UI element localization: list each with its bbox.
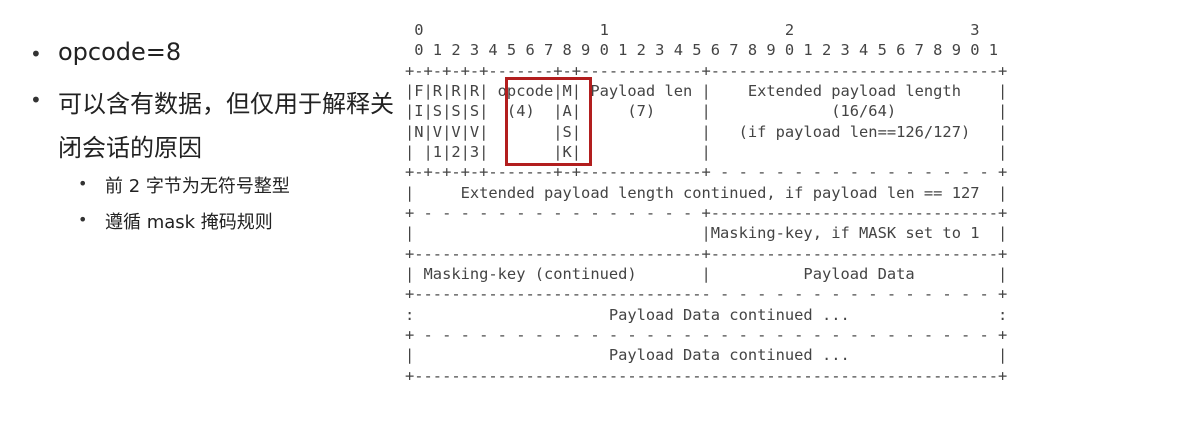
sub-bullet-dot: •: [78, 174, 88, 193]
diagram-line-border: +-------------------------------- - - - …: [405, 285, 1008, 303]
opcode-highlight-box: [505, 77, 592, 166]
diagram-line-border: +-------------------------------+-------…: [405, 245, 1008, 263]
diagram-line-border: +-+-+-+-+-------+-+-------------+-------…: [405, 62, 1008, 80]
sub-bullet-text: 遵循 mask 掩码规则: [105, 212, 273, 233]
diagram-line-header-1: |F|R|R|R| opcode|M| Payload len | Extend…: [405, 82, 1008, 100]
bullet-dot: •: [30, 42, 42, 66]
bullet-dot: •: [30, 88, 42, 112]
diagram-line-header-3: |N|V|V|V| |S| | (if payload len==126/127…: [405, 123, 1008, 141]
diagram-line-payload-continued: : Payload Data continued ... :: [405, 306, 1008, 324]
diagram-line-bit-units: 0 1 2 3 4 5 6 7 8 9 0 1 2 3 4 5 6 7 8 9 …: [405, 41, 999, 59]
diagram-line-extended-length: | Extended payload length continued, if …: [405, 184, 1008, 202]
bullet-text: 闭会话的原因: [58, 134, 202, 162]
diagram-line-masking-key: | |Masking-key, if MASK set to 1 |: [405, 224, 1008, 242]
sub-bullet-text: 前 2 字节为无符号整型: [105, 176, 290, 197]
bullet-text: opcode=8: [58, 38, 182, 66]
diagram-line-border: +---------------------------------------…: [405, 367, 1008, 385]
websocket-frame-diagram: 0 1 2 3 0 1 2 3 4 5 6 7 8 9 0 1 2 3 4 5 …: [405, 20, 1155, 400]
diagram-line-masking-key-continued: | Masking-key (continued) | Payload Data…: [405, 265, 1008, 283]
diagram-line-border: + - - - - - - - - - - - - - - - +-------…: [405, 204, 1008, 222]
diagram-line-bit-tens: 0 1 2 3: [405, 21, 980, 39]
diagram-line-payload-continued: | Payload Data continued ... |: [405, 346, 1008, 364]
diagram-line-header-4: | |1|2|3| |K| | |: [405, 143, 1008, 161]
diagram-line-header-2: |I|S|S|S| (4) |A| (7) | (16/64) |: [405, 102, 1008, 120]
sub-bullet-dot: •: [78, 210, 88, 229]
diagram-line-border: +-+-+-+-+-------+-+-------------+ - - - …: [405, 163, 1008, 181]
diagram-line-border: + - - - - - - - - - - - - - - - - - - - …: [405, 326, 1008, 344]
bullet-text: 可以含有数据，但仅用于解释关: [58, 90, 394, 118]
